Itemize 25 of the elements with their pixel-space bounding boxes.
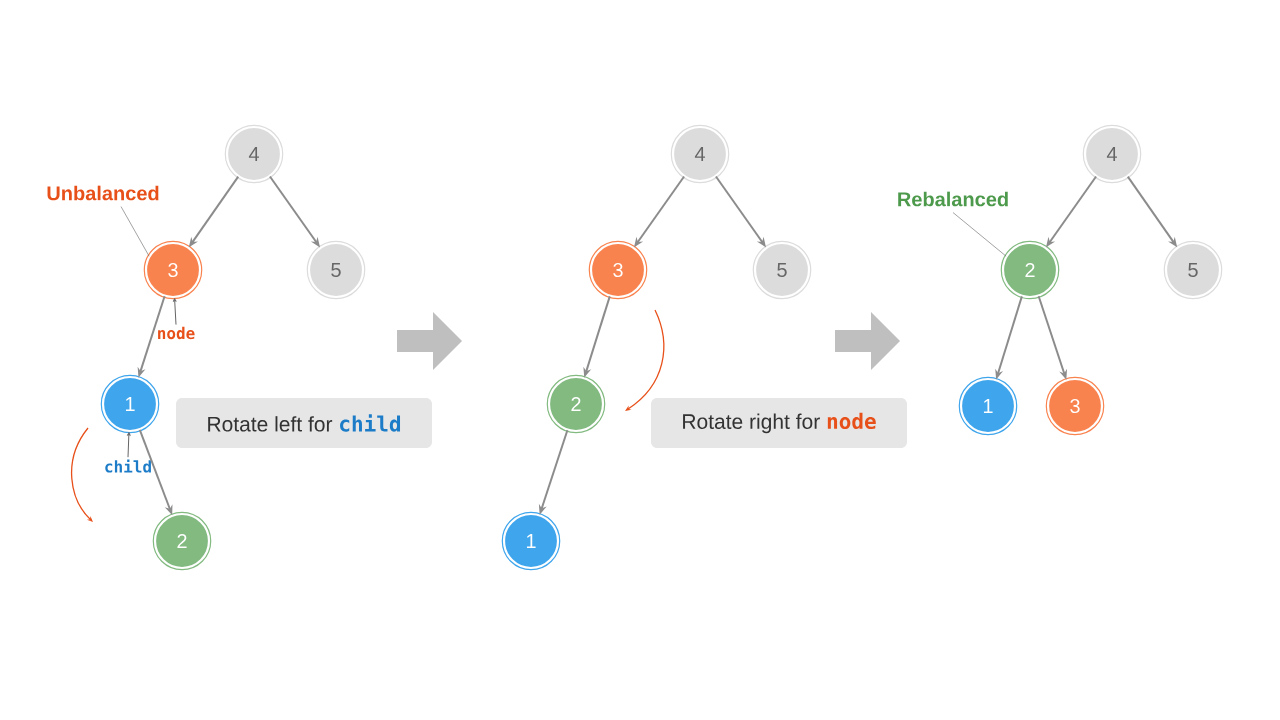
tree-node: 3 (1045, 376, 1105, 436)
callout-label: Unbalanced (47, 185, 159, 201)
step-caption-box: Rotate right for node (651, 398, 907, 448)
tree-node: 5 (306, 240, 366, 300)
tree-node: 2 (546, 374, 606, 434)
tree-node: 3 (588, 240, 648, 300)
tree-node: 4 (1082, 124, 1142, 184)
tree-node: 5 (1163, 240, 1223, 300)
pointer-arrow (172, 298, 177, 326)
tree-node: 2 (1000, 240, 1060, 300)
pointer-label: child (105, 459, 151, 473)
callout-label: Rebalanced (898, 191, 1008, 207)
tree-node: 4 (670, 124, 730, 184)
step-caption-box: Rotate left for child (176, 398, 432, 448)
tree-node: 2 (152, 511, 212, 571)
leader-line (952, 212, 1007, 257)
leader-line (120, 206, 150, 257)
tree-node: 1 (100, 374, 160, 434)
tree-node: 1 (958, 376, 1018, 436)
tree-node: 5 (752, 240, 812, 300)
pointer-arrow (126, 432, 131, 458)
tree-node: 4 (224, 124, 284, 184)
tree-node: 3 (143, 240, 203, 300)
pointer-label: node (158, 326, 195, 340)
tree-node: 1 (501, 511, 561, 571)
